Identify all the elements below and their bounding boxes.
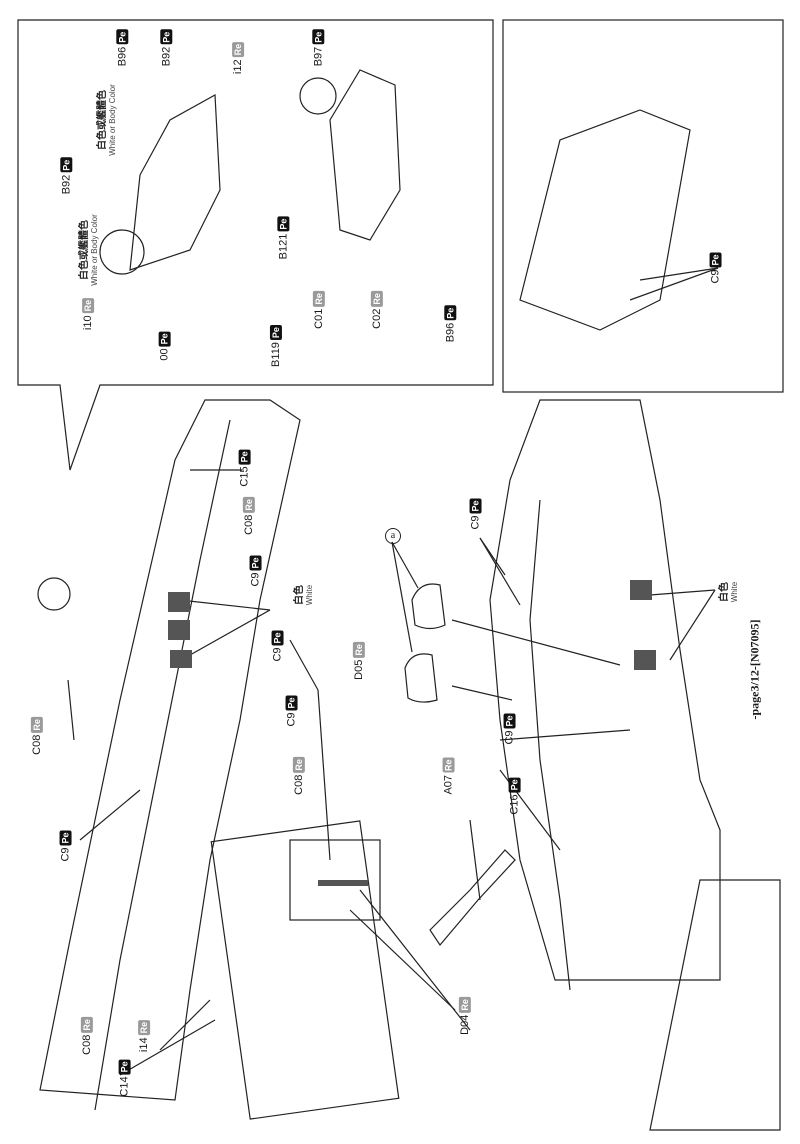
lower-deck-outline	[489, 399, 721, 981]
detail-box-c9	[502, 19, 784, 393]
upper-deck-outline	[39, 399, 301, 1101]
dome-main	[37, 577, 71, 611]
dome-detail-1	[99, 229, 145, 275]
railing-detail-1	[129, 94, 221, 271]
railing-detail-2	[329, 69, 401, 241]
step-marker-a: a	[385, 528, 401, 544]
a07-part-shape	[429, 849, 516, 946]
upper-deck-edge	[94, 419, 231, 1111]
page-footer: -page3/12-[N07095]	[747, 619, 762, 720]
part-a-bottom	[404, 653, 438, 703]
part-a-top	[411, 583, 446, 630]
stern-railings	[649, 879, 781, 1131]
dome-detail-2	[299, 77, 337, 115]
c9-detail-structure	[519, 109, 691, 331]
detail-box-superstructure	[17, 19, 494, 471]
d05-part-shape	[289, 839, 381, 921]
lower-deck-edge	[529, 499, 571, 991]
bridge-block	[210, 820, 400, 1120]
